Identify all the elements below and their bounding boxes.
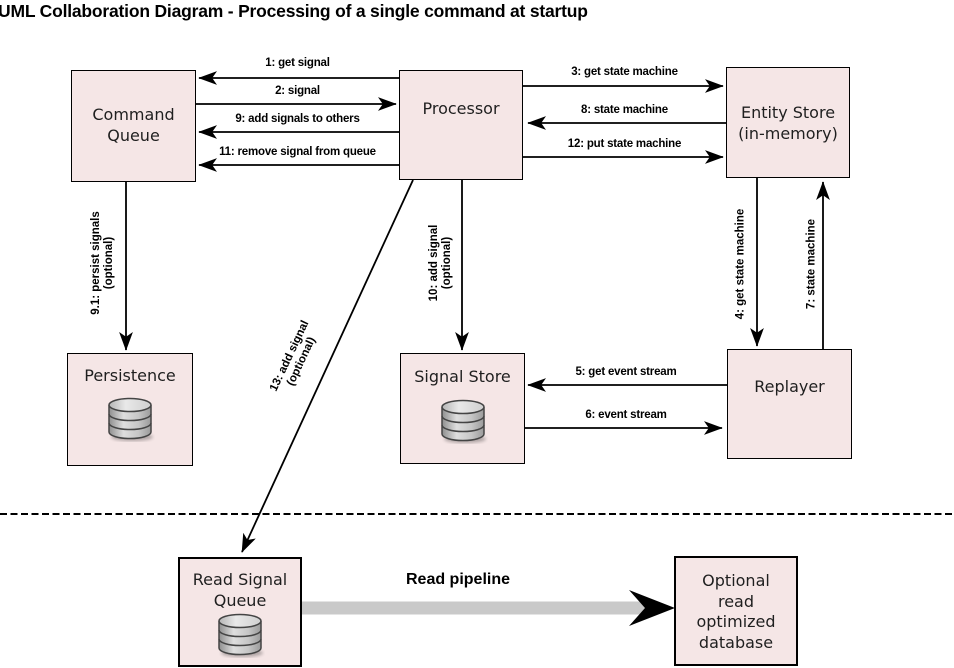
edge-3-label: 3: get state machine <box>571 66 678 78</box>
read-pipeline-label: Read pipeline <box>405 571 511 588</box>
node-label: Queue <box>107 126 160 145</box>
node-label: Signal Store <box>414 367 511 386</box>
edge-12-label: 12: put state machine <box>567 138 682 150</box>
edge-11-label: 11: remove signal from queue <box>219 146 376 158</box>
edge-label-line: (optional) <box>103 236 115 290</box>
edge-8-label: 8: state machine <box>581 104 668 116</box>
node-read-signal-queue: Read Signal Queue <box>178 557 302 667</box>
database-icon <box>218 613 263 657</box>
node-signal-store: Signal Store <box>400 353 525 464</box>
edge-5-label: 5: get event stream <box>575 366 677 378</box>
edge-6-label: 6: event stream <box>585 409 667 421</box>
node-entity-store: Entity Store (in-memory) <box>726 67 850 178</box>
node-label: read <box>717 591 755 611</box>
node-label: database <box>698 632 774 652</box>
node-label: Command <box>92 105 175 124</box>
database-icon <box>440 399 486 443</box>
node-label: Optional <box>702 571 770 590</box>
node-label: Entity Store <box>740 103 836 122</box>
node-command-queue: Command Queue <box>71 70 196 182</box>
edge-2-label: 2: signal <box>275 85 320 97</box>
edge-7-label: 7: state machine <box>805 218 818 310</box>
node-processor: Processor <box>399 70 523 180</box>
node-optional-read-optimized-database: Optional read optimized database <box>674 556 798 666</box>
edge-label-line: 9.1: persist signals <box>90 211 102 315</box>
edge-10-label: 10: add signal (optional) <box>428 225 454 302</box>
edge-label-line: 10: add signal <box>428 224 440 302</box>
diagram-title: UML Collaboration Diagram - Processing o… <box>0 1 588 21</box>
node-label: Queue <box>213 591 267 610</box>
node-label: Processor <box>422 99 500 118</box>
edge-1-label: 1: get signal <box>265 57 330 69</box>
node-replayer: Replayer <box>727 349 852 459</box>
edge-4-label: 4: get state machine <box>734 208 747 320</box>
node-label: (in-memory) <box>738 124 838 143</box>
edge-9-label: 9: add signals to others <box>235 113 360 125</box>
node-label: Replayer <box>754 377 825 396</box>
node-persistence: Persistence <box>67 353 193 466</box>
node-label: optimized <box>696 612 776 631</box>
node-label: Read Signal <box>192 570 288 589</box>
database-icon <box>108 397 153 441</box>
read-pipeline-arrow <box>302 590 675 626</box>
edge-label-line: (optional) <box>441 236 453 290</box>
edge-13-line <box>241 179 414 553</box>
node-label: Persistence <box>84 366 176 385</box>
edge-9-1-label: 9.1: persist signals (optional) <box>90 211 116 315</box>
